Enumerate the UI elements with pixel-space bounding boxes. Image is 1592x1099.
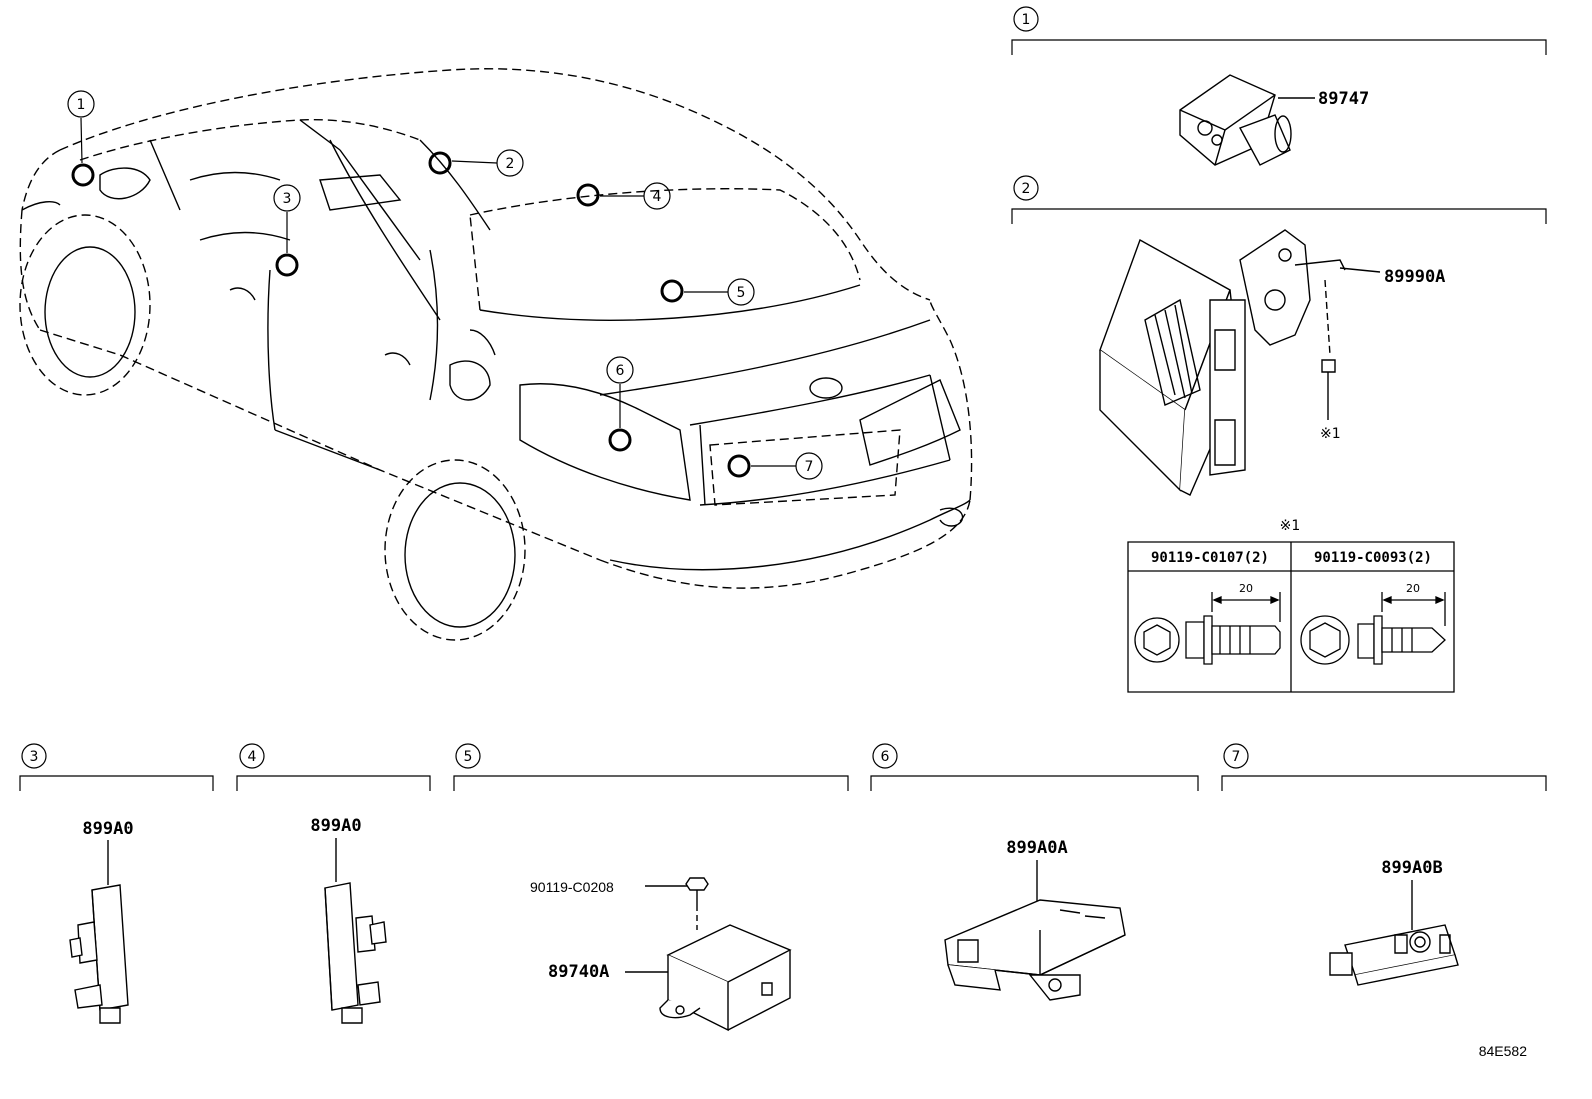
part-89740A-drawing [625,878,790,1030]
car-marker-2 [430,153,450,173]
section-2-number: 2 [1022,181,1031,197]
section-5-number: 5 [464,749,473,765]
section-7-number: 7 [1232,749,1241,765]
figure-code: 84E582 [1479,1043,1527,1059]
bolt-table-header-1: 90119-C0107(2) [1151,550,1269,566]
part-label-899A0A: 899A0A [1006,838,1067,858]
car-illustration [20,69,972,640]
section-1-number: 1 [1022,12,1031,28]
part-label-90119-C0208: 90119-C0208 [530,879,614,895]
car-marker-7 [729,456,749,476]
bolt-2-length: 20 [1406,582,1420,595]
part-label-89740A: 89740A [548,962,609,982]
car-callout-2: 2 [506,156,515,172]
part-899A0B-drawing [1330,880,1458,985]
part-89990A-drawing [1100,230,1380,495]
section-4-number: 4 [248,749,257,765]
car-callout-5: 5 [737,285,746,301]
part-899A0A-drawing [945,860,1125,1000]
car-marker-4 [578,185,598,205]
car-marker-3 [277,255,297,275]
car-callout-1: 1 [77,97,86,113]
part-899A0-section-3-drawing [70,840,128,1023]
part-note-marker: ※1 [1320,426,1341,442]
car-callout-6: 6 [616,363,625,379]
car-callout-7: 7 [805,459,814,475]
car-callout-markers [68,91,822,479]
section-brackets [20,7,1546,791]
part-label-section-3: 899A0 [82,819,133,839]
car-marker-6 [610,430,630,450]
part-label-89747: 89747 [1318,89,1369,109]
bolt-table [1128,542,1454,692]
part-label-89990A: 89990A [1384,267,1445,287]
part-label-899A0B: 899A0B [1381,858,1442,878]
bolt-table-note: ※1 [1280,518,1301,534]
car-marker-1 [73,165,93,185]
part-89747-drawing [1180,75,1315,165]
car-marker-5 [662,281,682,301]
bolt-90119-C0093-drawing [1301,592,1445,664]
part-899A0-section-4-drawing [325,838,386,1023]
bolt-1-length: 20 [1239,582,1253,595]
car-callout-3: 3 [283,191,292,207]
bolt-90119-C0107-drawing [1135,592,1280,664]
section-6-number: 6 [881,749,890,765]
bolt-table-header-2: 90119-C0093(2) [1314,550,1432,566]
car-callout-4: 4 [653,189,662,205]
section-3-number: 3 [30,749,39,765]
part-label-section-4: 899A0 [310,816,361,836]
